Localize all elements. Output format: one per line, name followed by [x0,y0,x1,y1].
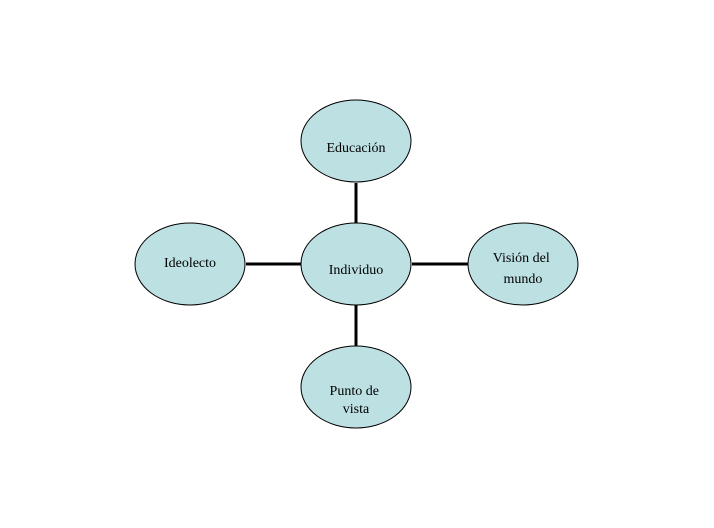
node-punto-de-vista: Punto de vista [300,345,412,429]
node-punto-de-vista-label: Punto de vista [330,384,383,417]
node-punto-de-vista-line-1: Punto de [330,384,379,399]
node-educacion-shape [300,99,412,183]
node-individuo-label: Individuo [329,263,383,278]
node-ideolecto-line-1: Ideolecto [164,256,216,271]
node-punto-de-vista-line-2: vista [343,402,370,417]
node-vision-del-mundo-shape [467,222,579,306]
node-ideolecto: Ideolecto [134,222,246,306]
node-individuo: Individuo [300,222,412,306]
node-punto-de-vista-shape [300,345,412,429]
node-ideolecto-shape [134,222,246,306]
node-vision-del-mundo-line-2: mundo [504,272,543,287]
node-individuo-shape [300,222,412,306]
node-vision-del-mundo-line-1: Visión del [493,251,550,266]
node-vision-del-mundo: Visión del mundo [467,222,579,306]
node-ideolecto-label: Ideolecto [164,256,216,271]
node-educacion-label: Educación [326,141,385,156]
node-individuo-line-1: Individuo [329,263,383,278]
node-vision-del-mundo-label: Visión del mundo [493,251,554,287]
node-educacion-line-1: Educación [326,141,385,156]
node-educacion: Educación [300,99,412,183]
